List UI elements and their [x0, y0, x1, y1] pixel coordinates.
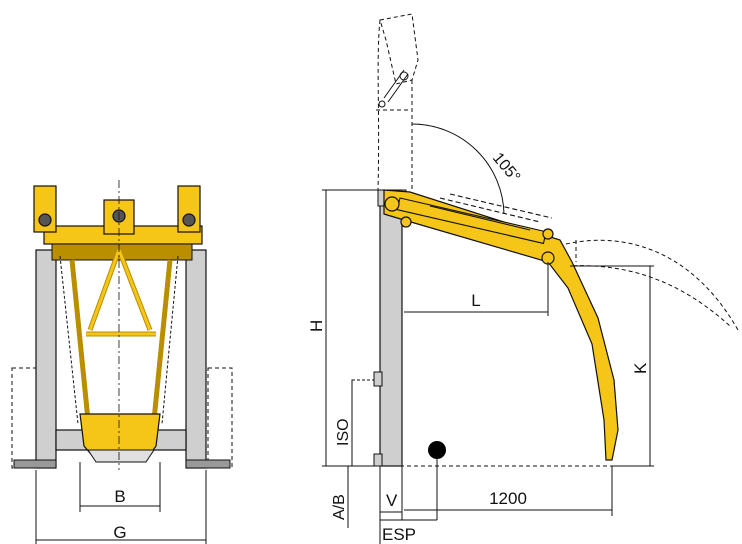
- right-foot: [185, 459, 231, 469]
- label-angle: 105°: [489, 150, 523, 186]
- label-esp: ESP: [382, 525, 416, 544]
- dim-g: [35, 470, 207, 544]
- raised-arm-outline: [376, 13, 419, 191]
- side-arm: [383, 189, 619, 461]
- right-mast: [185, 249, 207, 469]
- label-iso: ISO: [335, 418, 352, 446]
- side-view: 105°: [307, 13, 739, 544]
- left-foot: [13, 459, 57, 469]
- load-center-marker: [428, 441, 446, 459]
- label-g: G: [113, 523, 126, 542]
- angle-arc: [411, 123, 505, 215]
- label-1200: 1200: [489, 489, 527, 508]
- front-chains: [59, 255, 179, 425]
- iso-plate-outline: [351, 379, 381, 467]
- dim-v-esp: [379, 466, 437, 544]
- dim-l: [404, 262, 549, 316]
- front-frame-fill: [86, 249, 156, 336]
- label-h: H: [307, 320, 326, 332]
- side-mast: [379, 195, 403, 467]
- iso-bracket-bottom: [373, 453, 383, 467]
- lowered-arm-outline: [565, 239, 739, 331]
- dim-b: [79, 462, 161, 512]
- front-view: B G: [11, 180, 233, 544]
- iso-bracket-top: [373, 371, 383, 387]
- dim-1200: [404, 466, 613, 516]
- label-v: V: [386, 491, 398, 510]
- dim-k: [570, 265, 654, 467]
- bottom-clamp-base: [87, 449, 155, 463]
- left-mast: [35, 249, 57, 469]
- label-b: B: [114, 487, 125, 506]
- label-l: L: [471, 291, 480, 310]
- label-k: K: [631, 362, 650, 374]
- label-ab: A/B: [331, 494, 348, 520]
- raised-cylinder: [378, 69, 409, 108]
